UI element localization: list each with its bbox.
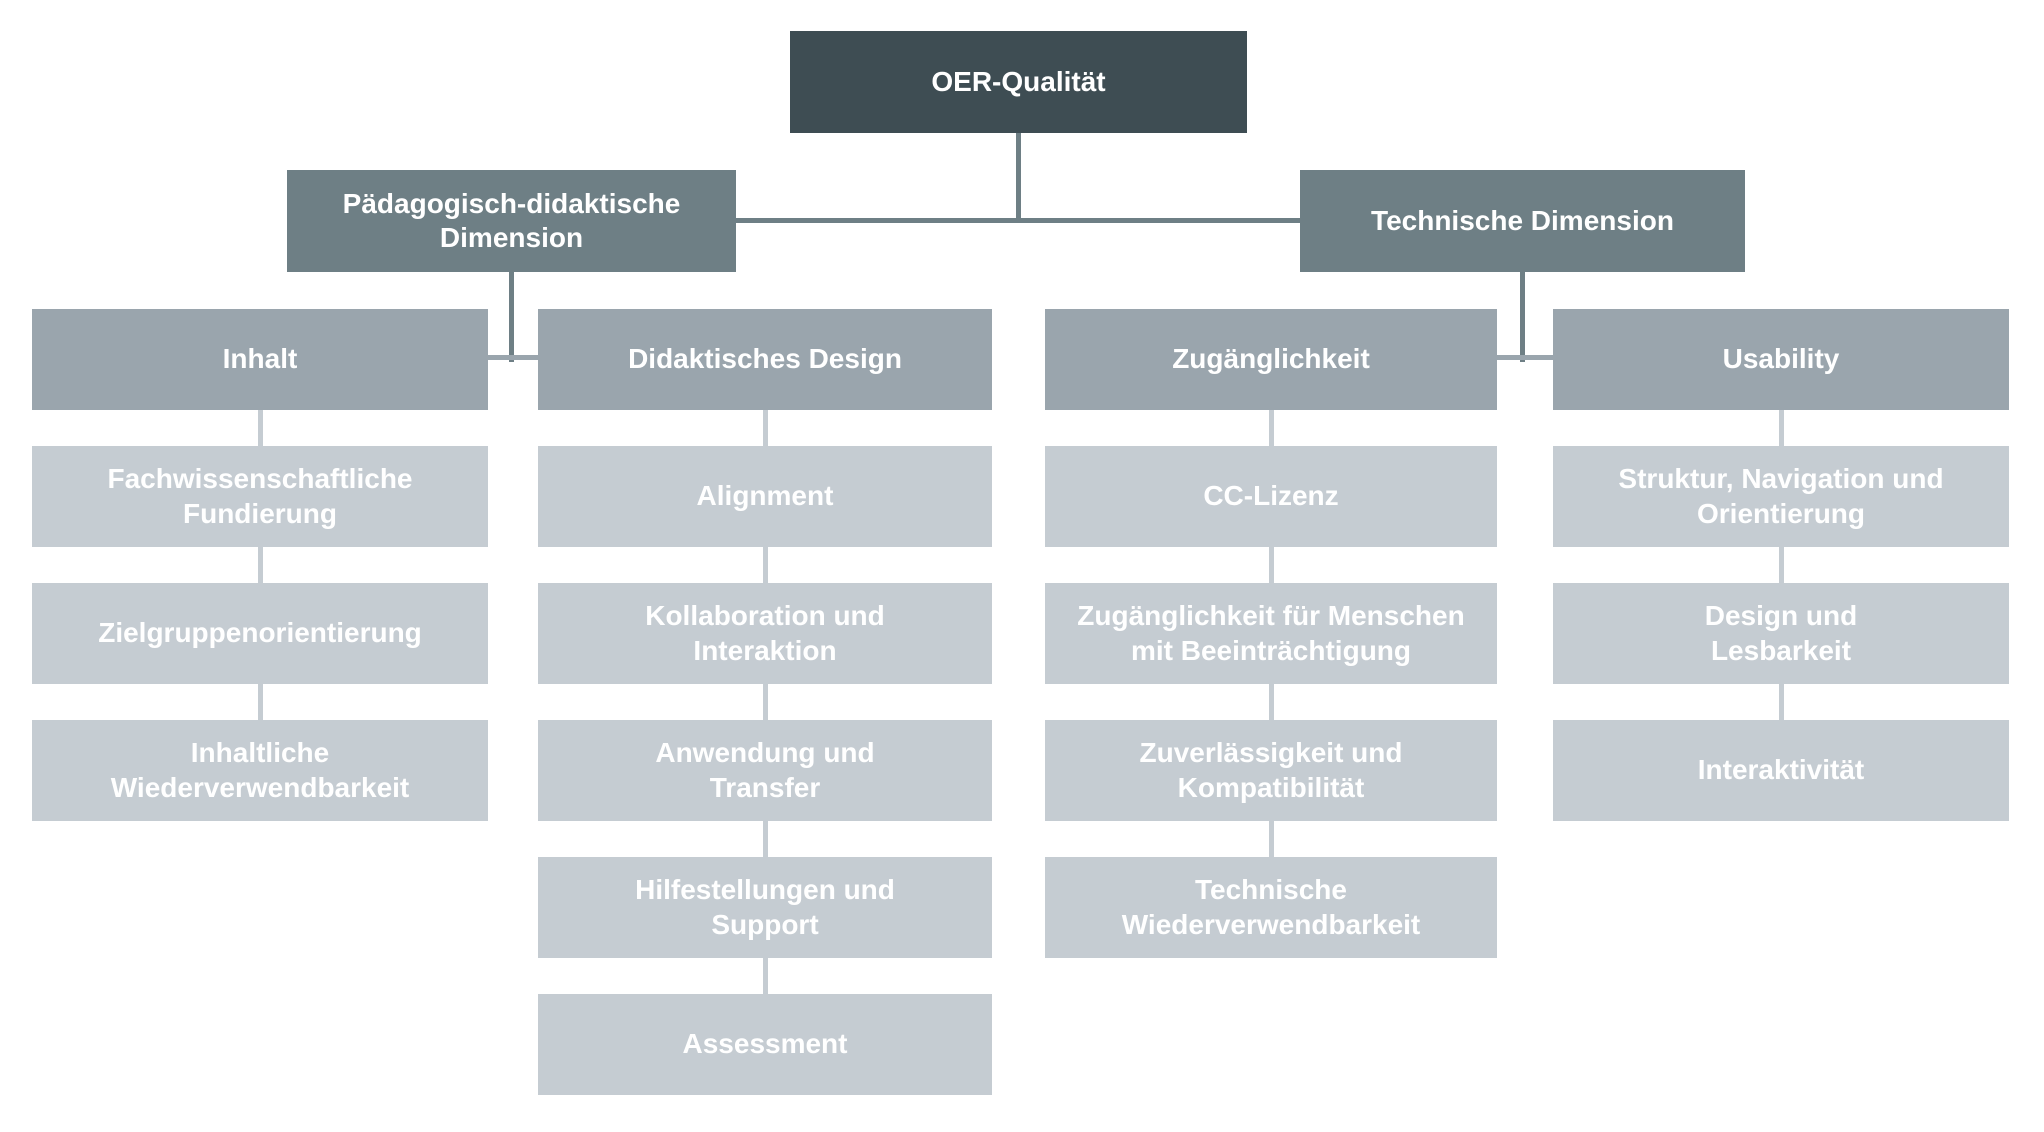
- connector-col3-stem-1: [1269, 409, 1274, 447]
- node-interaktivitaet: Interaktivität: [1553, 720, 2009, 821]
- node-inhaltliche-wiederverwendbarkeit: Inhaltliche Wiederverwendbarkeit: [32, 720, 488, 821]
- node-anwendung-und-transfer: Anwendung und Transfer: [538, 720, 992, 821]
- node-hilfestellungen-und-support: Hilfestellungen und Support: [538, 857, 992, 958]
- connector-col3-stem-3: [1269, 683, 1274, 721]
- connector-col1-stem-2: [258, 546, 263, 584]
- node-didaktisches-design: Didaktisches Design: [538, 309, 992, 410]
- node-zugaenglichkeit: Zugänglichkeit: [1045, 309, 1497, 410]
- node-zielgruppenorientierung: Zielgruppenorientierung: [32, 583, 488, 684]
- node-design-und-lesbarkeit: Design und Lesbarkeit: [1553, 583, 2009, 684]
- connector-col3-stem-4: [1269, 820, 1274, 858]
- node-struktur-navigation-und-orientierung: Struktur, Navigation und Orientierung: [1553, 446, 2009, 547]
- connector-col2-stem-1: [763, 409, 768, 447]
- connector-paedagogisch-stem: [509, 271, 514, 362]
- connector-col1-stem-3: [258, 683, 263, 721]
- connector-col3-stem-2: [1269, 546, 1274, 584]
- connector-col4-stem-3: [1779, 683, 1784, 721]
- node-technische-dimension: Technische Dimension: [1300, 170, 1745, 272]
- node-fachwissenschaftliche-fundierung: Fachwissenschaftliche Fundierung: [32, 446, 488, 547]
- node-zuverlaessigkeit-und-kompatibilitaet: Zuverlässigkeit und Kompatibilität: [1045, 720, 1497, 821]
- connector-inhalt-didaktik-hline: [486, 355, 540, 360]
- connector-col4-stem-2: [1779, 546, 1784, 584]
- node-technische-wiederverwendbarkeit: Technische Wiederverwendbarkeit: [1045, 857, 1497, 958]
- connector-col1-stem-1: [258, 409, 263, 447]
- connector-root-stem: [1016, 133, 1021, 222]
- node-assessment: Assessment: [538, 994, 992, 1095]
- connector-technisch-stem: [1520, 271, 1525, 362]
- connector-level2-hline: [734, 218, 1302, 223]
- connector-col2-stem-5: [763, 957, 768, 995]
- node-alignment: Alignment: [538, 446, 992, 547]
- connector-zugaenglichkeit-usability-hline: [1495, 355, 1555, 360]
- node-cc-lizenz: CC-Lizenz: [1045, 446, 1497, 547]
- connector-col4-stem-1: [1779, 409, 1784, 447]
- connector-col2-stem-4: [763, 820, 768, 858]
- connector-col2-stem-3: [763, 683, 768, 721]
- connector-col2-stem-2: [763, 546, 768, 584]
- node-inhalt: Inhalt: [32, 309, 488, 410]
- node-oer-qualitaet: OER-Qualität: [790, 31, 1247, 133]
- node-kollaboration-und-interaktion: Kollaboration und Interaktion: [538, 583, 992, 684]
- node-paedagogisch-didaktische-dimension: Pädagogisch-didaktische Dimension: [287, 170, 736, 272]
- node-zugaenglichkeit-fuer-menschen-mit-beeintraechtigung: Zugänglichkeit für Menschen mit Beeinträ…: [1045, 583, 1497, 684]
- node-usability: Usability: [1553, 309, 2009, 410]
